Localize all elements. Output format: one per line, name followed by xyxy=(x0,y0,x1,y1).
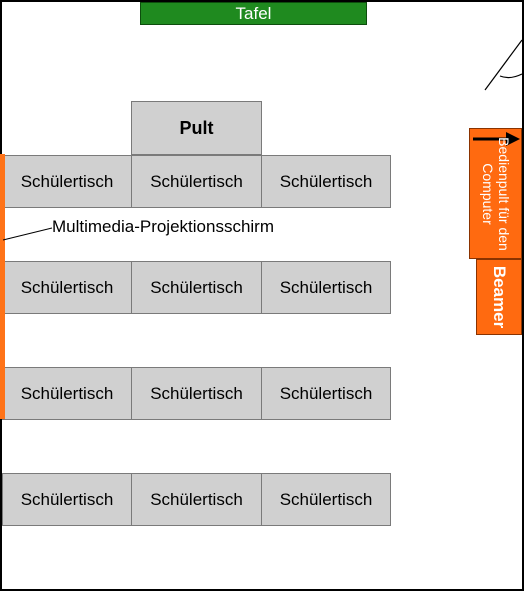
student-desk: Schülertisch xyxy=(131,155,262,208)
projection-screen xyxy=(0,154,5,419)
student-desk: Schülertisch xyxy=(2,261,132,314)
teacher-desk: Pult xyxy=(131,101,262,155)
student-desk: Schülertisch xyxy=(261,367,391,420)
projection-screen-label: Multimedia-Projektionsschirm xyxy=(52,217,275,236)
student-desk: Schülertisch xyxy=(131,261,262,314)
tafel-board: Tafel xyxy=(140,2,367,25)
student-desk: Schülertisch xyxy=(261,155,391,208)
beamer-label: Beamer xyxy=(490,265,509,329)
computer-console-label: Bedienpult für den Computer xyxy=(479,136,512,251)
student-desk: Schülertisch xyxy=(2,473,132,526)
student-desk: Schülertisch xyxy=(131,473,262,526)
beamer: Beamer xyxy=(476,259,522,335)
arrow-right-icon xyxy=(473,132,520,146)
computer-console: Bedienpult für den Computer xyxy=(469,128,522,259)
student-desk: Schülertisch xyxy=(261,261,391,314)
student-desk: Schülertisch xyxy=(2,367,132,420)
student-desk: Schülertisch xyxy=(261,473,391,526)
student-desk: Schülertisch xyxy=(131,367,262,420)
student-desk: Schülertisch xyxy=(2,155,132,208)
